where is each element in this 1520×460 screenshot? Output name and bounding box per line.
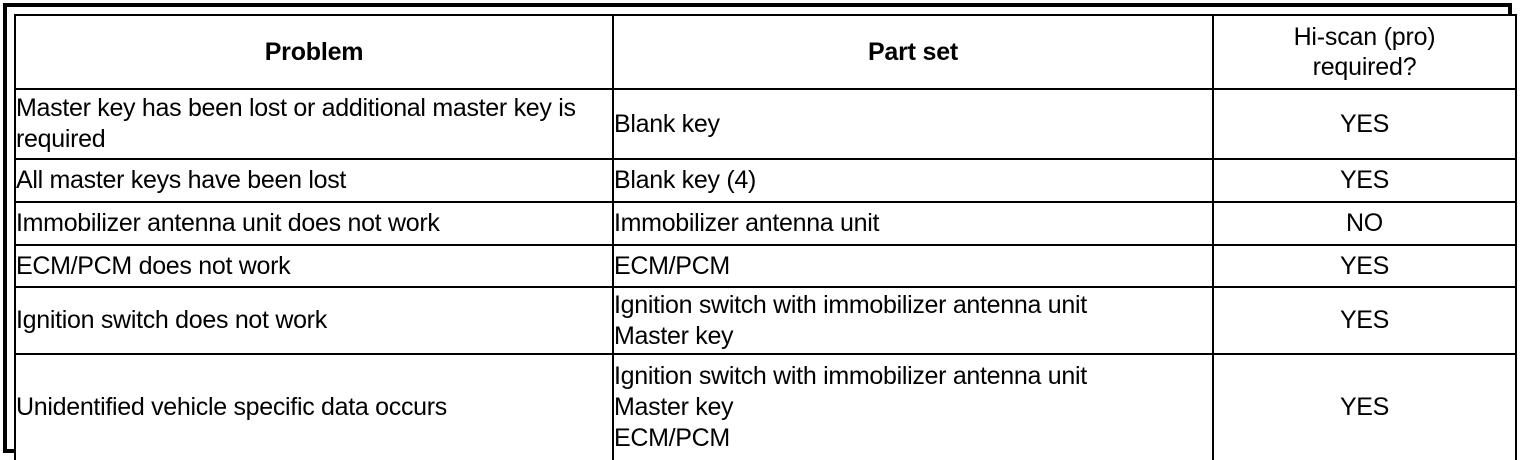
column-header-problem-label: Problem bbox=[264, 38, 364, 66]
column-header-hi-scan-line1: Hi-scan (pro) bbox=[1293, 23, 1436, 51]
cell-problem: All master keys have been lost bbox=[14, 158, 614, 203]
cell-part-set: Ignition switch with immobilizer antenna… bbox=[612, 286, 1214, 355]
part-set-line-1: Immobilizer antenna unit bbox=[614, 209, 880, 237]
column-header-problem: Problem bbox=[14, 14, 614, 90]
problem-line-1: Unidentified vehicle specific data occur… bbox=[16, 393, 447, 421]
cell-part-set: ECM/PCM bbox=[612, 244, 1214, 288]
part-set-line-2: Master key bbox=[614, 321, 734, 350]
part-set-line-1: ECM/PCM bbox=[614, 251, 730, 280]
part-set-line-1: Blank key bbox=[614, 109, 720, 138]
cell-problem: Ignition switch does not work bbox=[14, 286, 614, 355]
cell-hi-scan-required: NO bbox=[1212, 201, 1517, 246]
part-set-line-1: Ignition switch with immobilizer antenna… bbox=[614, 362, 1087, 390]
cell-hi-scan-required: YES bbox=[1212, 286, 1517, 355]
part-set-line-2: Master key bbox=[614, 393, 734, 421]
table-body: Master key has been lost or additional m… bbox=[14, 88, 1517, 460]
problem-line-1: Immobilizer antenna unit does not work bbox=[16, 209, 440, 237]
part-set-line-1: Ignition switch with immobilizer antenna… bbox=[614, 290, 1087, 319]
cell-problem: Master key has been lost or additional m… bbox=[14, 88, 614, 160]
problem-line-1: ECM/PCM does not work bbox=[16, 251, 291, 280]
cell-part-set: Ignition switch with immobilizer antenna… bbox=[612, 353, 1214, 460]
part-set-line-1: Blank key (4) bbox=[614, 166, 756, 194]
column-header-hi-scan-required: Hi-scan (pro) required? bbox=[1212, 14, 1517, 90]
hi-scan-value: YES bbox=[1339, 251, 1390, 280]
problem-line-2: required bbox=[16, 125, 106, 153]
table-row: All master keys have been lost Blank key… bbox=[14, 158, 1517, 203]
immobilizer-troubleshooting-table: Problem Part set Hi-scan (pro) required?… bbox=[14, 14, 1517, 460]
problem-line-1: Master key has been lost or additional m… bbox=[16, 94, 576, 122]
cell-problem: Unidentified vehicle specific data occur… bbox=[14, 353, 614, 460]
table-row: Master key has been lost or additional m… bbox=[14, 88, 1517, 160]
cell-problem: Immobilizer antenna unit does not work bbox=[14, 201, 614, 246]
hi-scan-value: YES bbox=[1339, 306, 1390, 334]
part-set-line-3: ECM/PCM bbox=[614, 424, 730, 452]
table-row: Unidentified vehicle specific data occur… bbox=[14, 353, 1517, 460]
table-row: Ignition switch does not work Ignition s… bbox=[14, 286, 1517, 355]
cell-problem: ECM/PCM does not work bbox=[14, 244, 614, 288]
table-row: Immobilizer antenna unit does not work I… bbox=[14, 201, 1517, 246]
hi-scan-value: YES bbox=[1339, 393, 1390, 421]
cell-hi-scan-required: YES bbox=[1212, 88, 1517, 160]
cell-hi-scan-required: YES bbox=[1212, 244, 1517, 288]
table-row: ECM/PCM does not work ECM/PCM YES bbox=[14, 244, 1517, 288]
table-outer-frame: Problem Part set Hi-scan (pro) required?… bbox=[3, 3, 1517, 460]
cell-part-set: Blank key (4) bbox=[612, 158, 1214, 203]
hi-scan-value: YES bbox=[1339, 109, 1390, 138]
column-header-hi-scan-line2: required? bbox=[1312, 53, 1417, 81]
cell-part-set: Immobilizer antenna unit bbox=[612, 201, 1214, 246]
table-header: Problem Part set Hi-scan (pro) required? bbox=[14, 14, 1517, 90]
column-header-part-set-label: Part set bbox=[867, 38, 959, 66]
hi-scan-value: YES bbox=[1339, 166, 1390, 194]
column-header-part-set: Part set bbox=[612, 14, 1214, 90]
hi-scan-value: NO bbox=[1346, 209, 1383, 237]
cell-hi-scan-required: YES bbox=[1212, 353, 1517, 460]
problem-line-1: Ignition switch does not work bbox=[16, 306, 327, 334]
cell-part-set: Blank key bbox=[612, 88, 1214, 160]
problem-line-1: All master keys have been lost bbox=[16, 166, 347, 194]
cell-hi-scan-required: YES bbox=[1212, 158, 1517, 203]
table-header-row: Problem Part set Hi-scan (pro) required? bbox=[14, 14, 1517, 90]
